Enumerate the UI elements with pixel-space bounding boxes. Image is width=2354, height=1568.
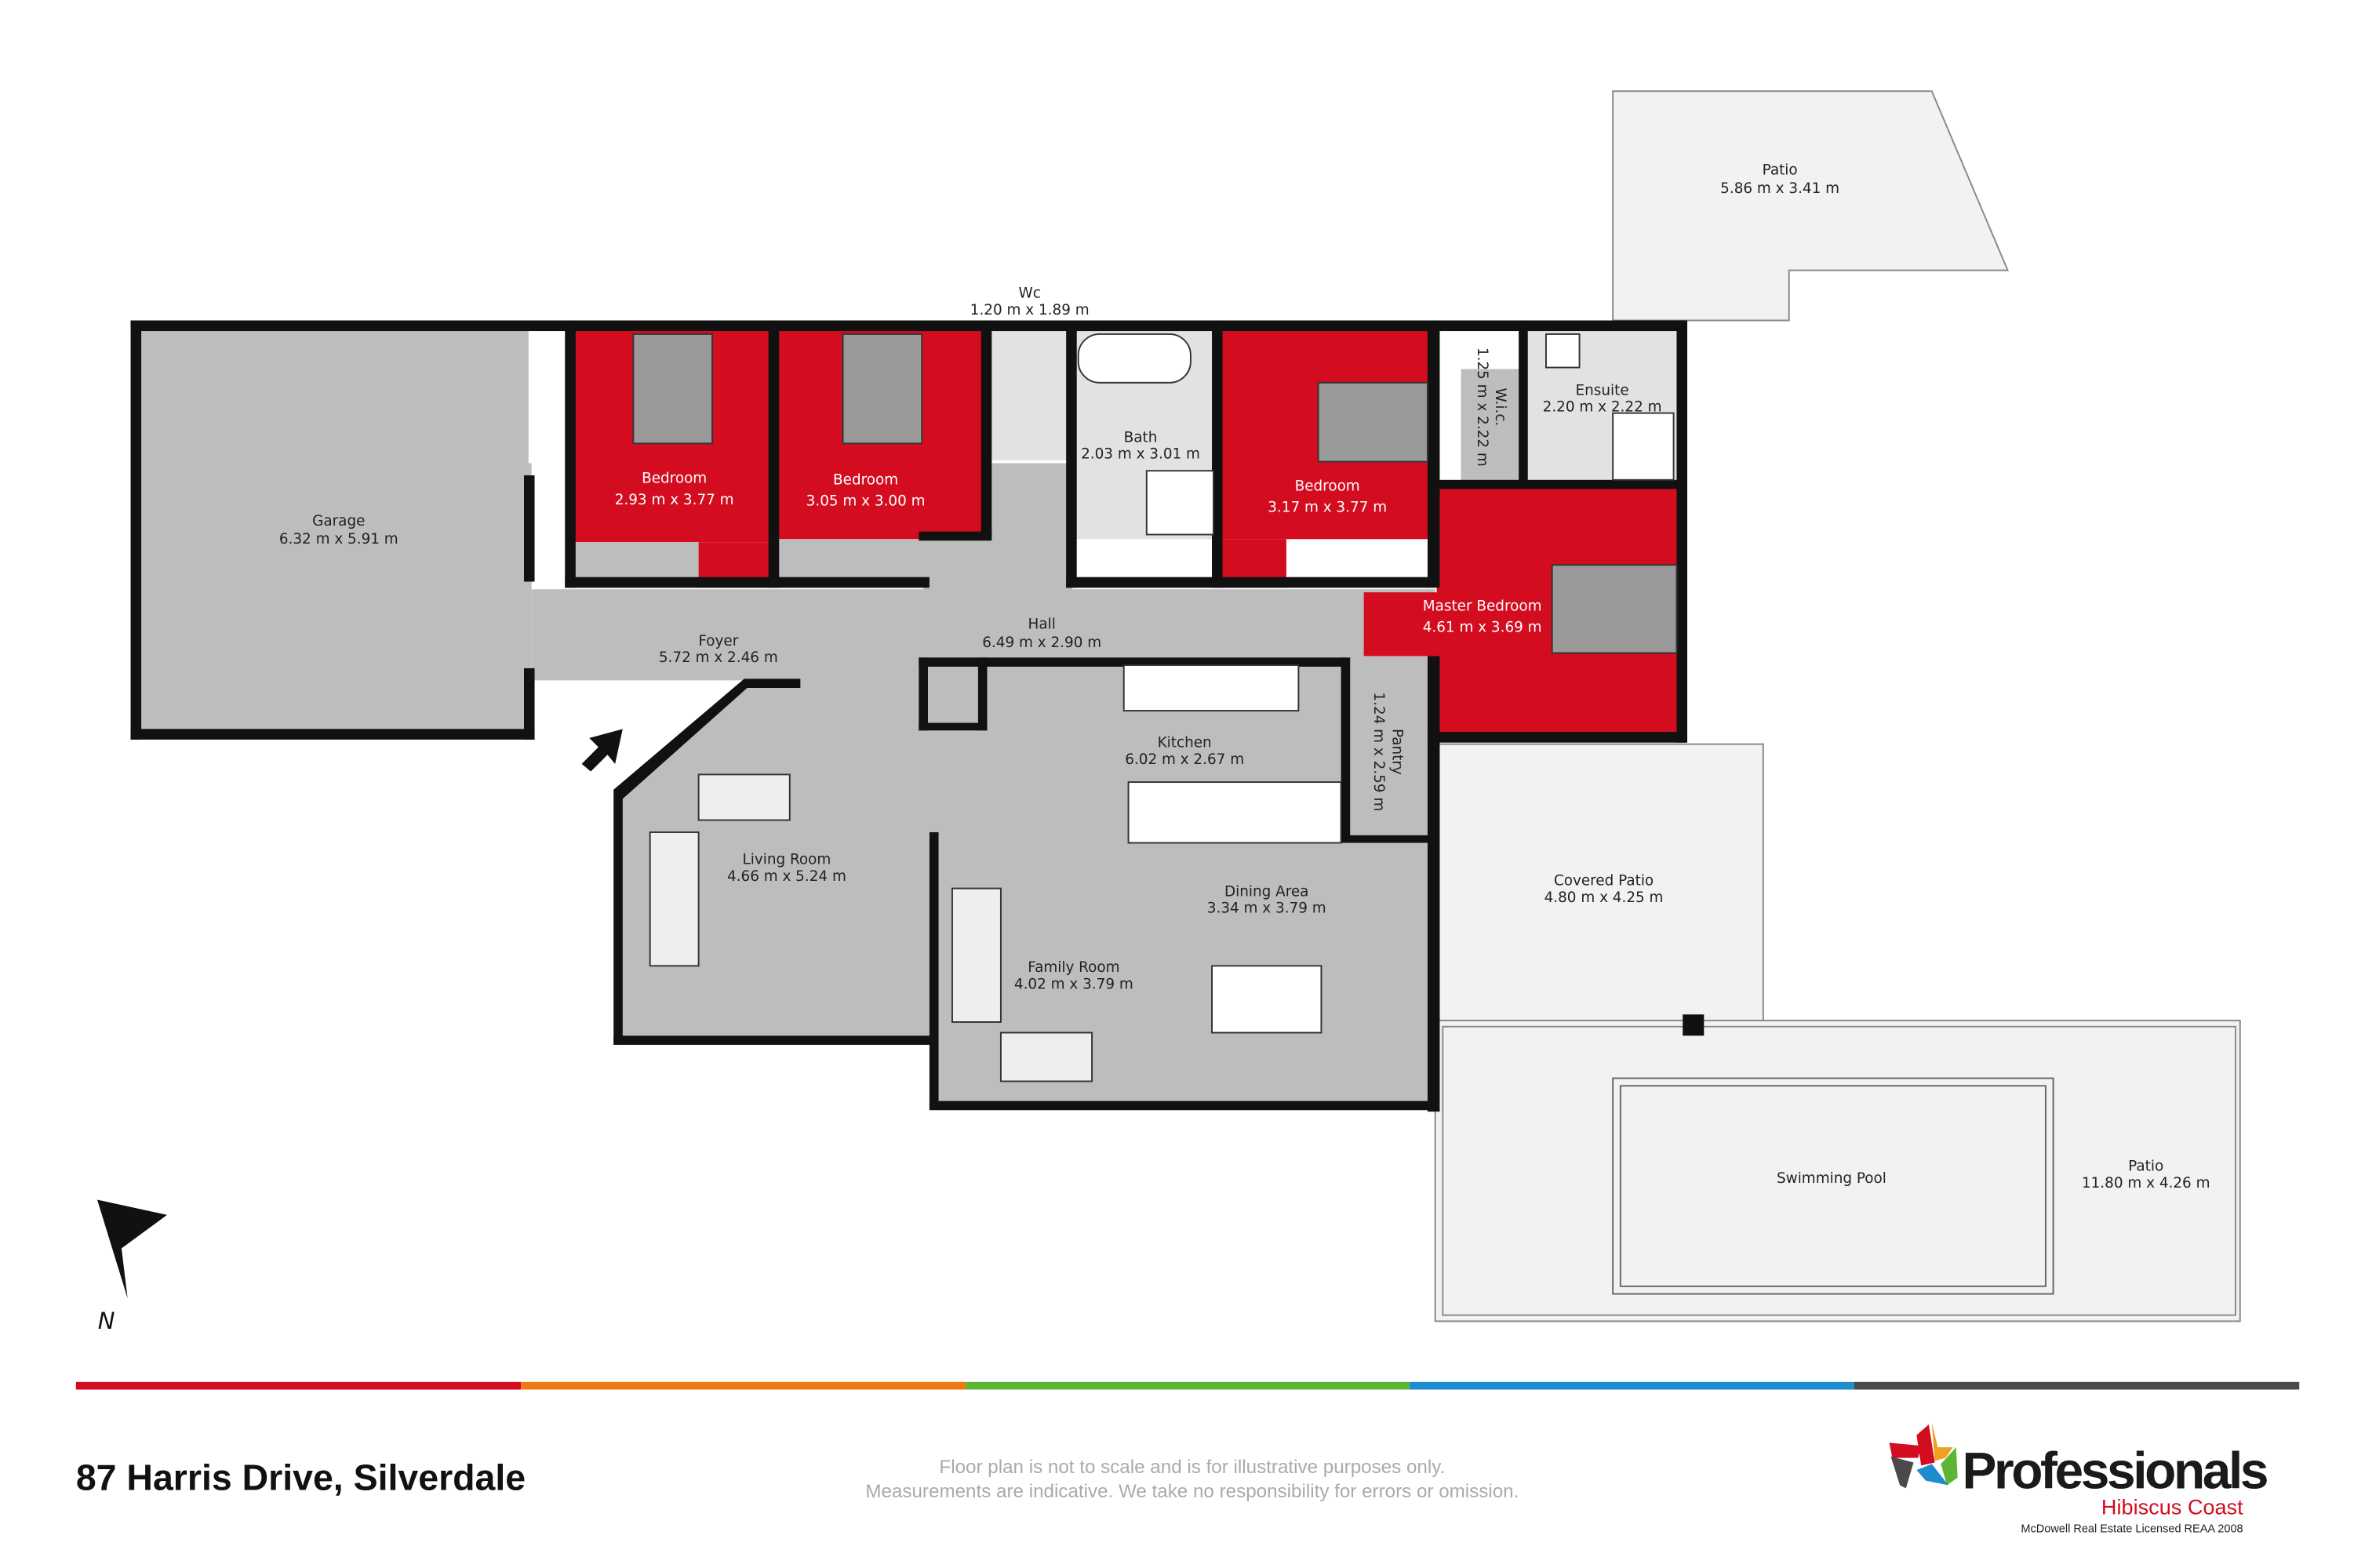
family-size: 4.02 m x 3.79 m bbox=[1014, 976, 1133, 992]
bedroom1-size: 2.93 m x 3.77 m bbox=[615, 492, 734, 508]
bedroom2-size: 3.05 m x 3.00 m bbox=[806, 493, 926, 510]
color-bar bbox=[75, 1381, 2300, 1390]
furniture bbox=[632, 333, 1678, 1082]
kitchen-label: Kitchen bbox=[1158, 735, 1212, 751]
kitchen-size: 6.02 m x 2.67 m bbox=[1125, 751, 1244, 768]
entry-arrow-icon bbox=[581, 729, 623, 772]
pantry-label: Pantry bbox=[1388, 729, 1405, 775]
pantry-size: 1.24 m x 2.59 m bbox=[1370, 692, 1387, 811]
master-label: Master Bedroom bbox=[1423, 598, 1542, 614]
covered-patio-area bbox=[1435, 743, 1764, 1026]
master-size: 4.61 m x 3.69 m bbox=[1423, 619, 1542, 635]
foyer-label: Foyer bbox=[698, 633, 738, 649]
covered-patio-size: 4.80 m x 4.25 m bbox=[1544, 890, 1664, 906]
disclaimer-line-1: Floor plan is not to scale and is for il… bbox=[939, 1457, 1445, 1478]
covered-patio-label: Covered Patio bbox=[1554, 873, 1654, 890]
garage-label: Garage bbox=[312, 513, 365, 529]
property-address: 87 Harris Drive, Silverdale bbox=[76, 1457, 526, 1497]
hall-label: Hall bbox=[1028, 617, 1056, 633]
patio-top-area bbox=[1612, 90, 2009, 322]
bath-label: Bath bbox=[1124, 429, 1158, 446]
patio-top-size: 5.86 m x 3.41 m bbox=[1720, 180, 1839, 197]
brand-office: Hibiscus Coast bbox=[2101, 1494, 2243, 1519]
foyer-size: 5.72 m x 2.46 m bbox=[659, 649, 778, 666]
dining-label: Dining Area bbox=[1224, 883, 1308, 900]
north-arrow-icon bbox=[96, 1199, 168, 1299]
wc-label: Wc bbox=[1019, 285, 1041, 301]
bedroom2-label: Bedroom bbox=[833, 472, 898, 489]
ensuite-label: Ensuite bbox=[1576, 382, 1629, 398]
brand-name: Professionals bbox=[1962, 1441, 2268, 1499]
wc-size: 1.20 m x 1.89 m bbox=[970, 302, 1090, 318]
wic-size: 1.25 m x 2.22 m bbox=[1474, 347, 1490, 467]
garage-area bbox=[136, 326, 532, 737]
pantry-area bbox=[1345, 664, 1434, 842]
swimming-pool bbox=[1612, 1077, 2054, 1295]
bedroom1-label: Bedroom bbox=[642, 471, 707, 487]
living-label: Living Room bbox=[743, 852, 831, 868]
patio-pool-label: Patio bbox=[2128, 1159, 2163, 1175]
ensuite-size: 2.20 m x 2.22 m bbox=[1543, 399, 1662, 416]
patio-top-label: Patio bbox=[1763, 162, 1798, 179]
pool-label: Swimming Pool bbox=[1777, 1170, 1886, 1187]
wc-area bbox=[987, 326, 1072, 460]
master-bedroom-area bbox=[1363, 486, 1682, 740]
disclaimer-line-2: Measurements are indicative. We take no … bbox=[865, 1481, 1519, 1502]
bedroom3-label: Bedroom bbox=[1295, 478, 1360, 494]
compass-label: N bbox=[98, 1308, 115, 1334]
living-size: 4.66 m x 5.24 m bbox=[727, 868, 846, 885]
bath-size: 2.03 m x 3.01 m bbox=[1081, 446, 1200, 463]
garage-size: 6.32 m x 5.91 m bbox=[279, 531, 398, 548]
dining-size: 3.34 m x 3.79 m bbox=[1207, 900, 1326, 917]
bedroom3-size: 3.17 m x 3.77 m bbox=[1268, 499, 1387, 515]
walls bbox=[130, 320, 1688, 1112]
hall-size: 6.49 m x 2.90 m bbox=[982, 635, 1101, 651]
brand-logo: Professionals Hibiscus Coast McDowell Re… bbox=[1889, 1423, 2269, 1536]
wic-label: W.i.c. bbox=[1492, 387, 1508, 426]
patio-pool-size: 11.80 m x 4.26 m bbox=[2082, 1175, 2210, 1191]
star-logo-icon bbox=[1889, 1423, 1958, 1489]
family-label: Family Room bbox=[1028, 959, 1119, 976]
main-floor-area bbox=[531, 463, 1435, 1109]
brand-license: McDowell Real Estate Licensed REAA 2008 bbox=[2021, 1523, 2243, 1536]
